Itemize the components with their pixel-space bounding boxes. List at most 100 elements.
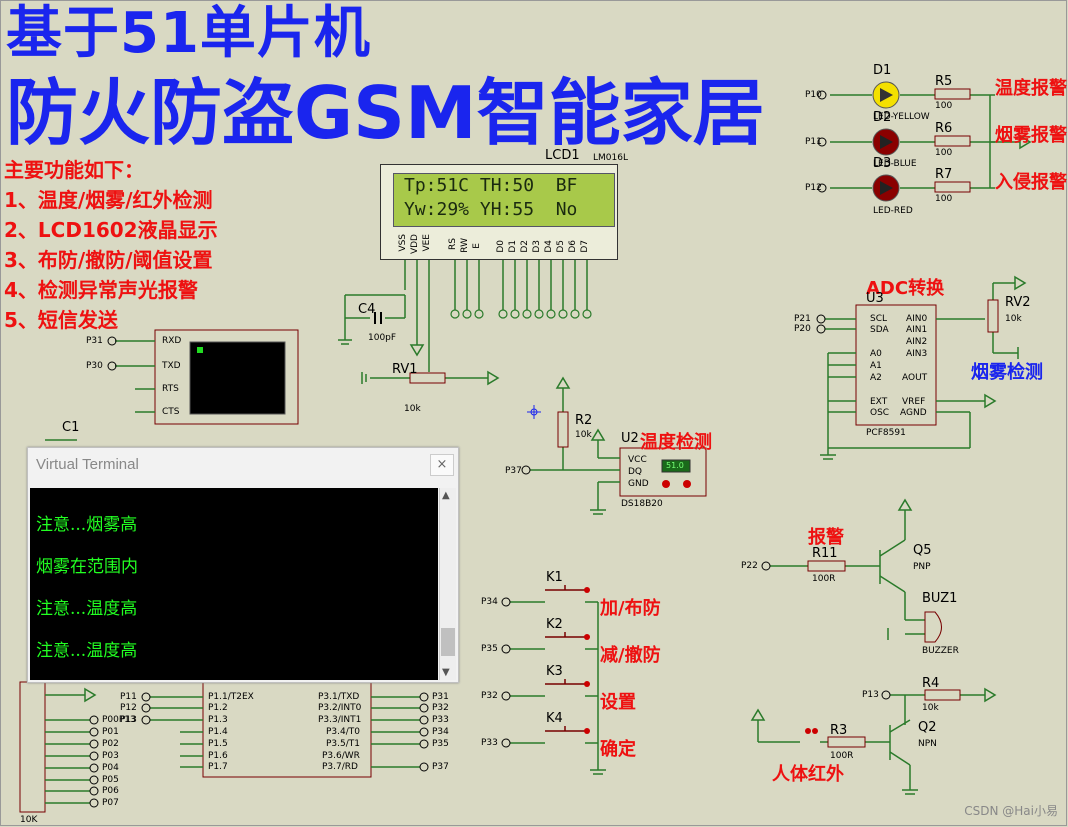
rv1-ref: RV1 bbox=[392, 362, 418, 377]
adc-pin: AGND bbox=[900, 408, 927, 418]
adc-pin: AIN3 bbox=[906, 349, 928, 359]
terminal-output[interactable]: 注意...烟雾高 烟雾在范围内 注意...温度高 注意...温度高 bbox=[30, 488, 438, 680]
mcu-pin: P1.7 bbox=[208, 762, 228, 772]
r11-value: 100R bbox=[812, 574, 836, 584]
respack-port: P07 bbox=[102, 798, 119, 808]
mcu-pin: P1.4 bbox=[208, 727, 228, 737]
pir-port: P13 bbox=[862, 690, 879, 700]
mcu-pin: P1.6 bbox=[208, 751, 228, 761]
c4-ref: C4 bbox=[358, 302, 376, 317]
mcu-port: P35 bbox=[432, 739, 449, 749]
ds-pin: GND bbox=[628, 479, 649, 489]
r6-value: 100 bbox=[935, 148, 953, 158]
terminal-scrollbar[interactable]: ▲ ▼ bbox=[439, 488, 456, 680]
lcd-pin: RW bbox=[460, 238, 470, 253]
u2-ref: U2 bbox=[621, 431, 639, 446]
adc-pin: A0 bbox=[870, 349, 882, 359]
lcd-ref: LCD1 bbox=[545, 148, 580, 163]
r6-ref: R6 bbox=[935, 121, 953, 136]
r2-ref: R2 bbox=[575, 413, 593, 428]
lcd-pin: VSS bbox=[398, 234, 408, 252]
key-confirm-label[interactable]: 确定 bbox=[600, 739, 636, 760]
rv1-value: 10k bbox=[404, 404, 421, 414]
key-set-label[interactable]: 设置 bbox=[600, 692, 636, 713]
lcd-model: LM016L bbox=[593, 153, 628, 163]
virtual-terminal-window[interactable]: Virtual Terminal × 注意...烟雾高 烟雾在范围内 注意...… bbox=[27, 447, 459, 683]
led-port: P10 bbox=[805, 90, 822, 100]
buz1-ref: BUZ1 bbox=[922, 591, 958, 606]
d3-ref: D3 bbox=[873, 156, 892, 171]
k3-ref: K3 bbox=[546, 664, 563, 679]
scroll-down-icon[interactable]: ▼ bbox=[442, 667, 450, 678]
temp-reading: 51.0 bbox=[666, 461, 684, 470]
led-port: P12 bbox=[805, 183, 822, 193]
lcd-pin: D5 bbox=[556, 240, 566, 253]
page-title-line1: 基于51单片机 bbox=[6, 1, 371, 66]
scroll-thumb[interactable] bbox=[441, 628, 455, 656]
key-port: P34 bbox=[481, 597, 498, 607]
respack-port: P06 bbox=[102, 786, 119, 796]
r11-ref: R11 bbox=[812, 546, 838, 561]
mcu-port: P12 bbox=[120, 703, 137, 713]
lcd-pin: D2 bbox=[520, 240, 530, 253]
buzzer-alarm-label: 报警 bbox=[808, 527, 844, 548]
serial-port: P30 bbox=[86, 361, 103, 371]
d1-label: LED-YELLOW bbox=[873, 112, 930, 122]
key-add-arm-label[interactable]: 加/布防 bbox=[600, 598, 661, 619]
terminal-line: 注意...温度高 bbox=[36, 599, 138, 619]
mcu-port: P37 bbox=[432, 762, 449, 772]
scroll-up-icon[interactable]: ▲ bbox=[442, 490, 450, 501]
lcd-pin: VDD bbox=[410, 234, 420, 255]
respack-port: P05 bbox=[102, 775, 119, 785]
c1-ref: C1 bbox=[62, 420, 80, 435]
k1-ref: K1 bbox=[546, 570, 563, 585]
mcu-port: P32 bbox=[432, 703, 449, 713]
r4-value: 10k bbox=[922, 703, 939, 713]
mcu-pin: P1.5 bbox=[208, 739, 228, 749]
lcd-pin: D4 bbox=[544, 240, 554, 253]
respack-port: P03 bbox=[102, 751, 119, 761]
mcu-port: P34 bbox=[432, 727, 449, 737]
mcu-pin: P3.7/RD bbox=[322, 762, 358, 772]
serial-pin: RXD bbox=[162, 336, 182, 346]
adc-pin: AIN1 bbox=[906, 325, 928, 335]
r7-value: 100 bbox=[935, 194, 953, 204]
temp-alarm-label: 温度报警 bbox=[995, 78, 1067, 99]
ds-pin: DQ bbox=[628, 467, 643, 477]
rv2-ref: RV2 bbox=[1005, 295, 1031, 310]
lcd-screen: Tp:51C TH:50 BF Yw:29% YH:55 No bbox=[393, 173, 615, 227]
buzzer-port: P22 bbox=[741, 561, 758, 571]
watermark: CSDN @Hai小易 bbox=[964, 804, 1058, 818]
lcd-pin: D7 bbox=[580, 240, 590, 253]
lcd-pin: D1 bbox=[508, 240, 518, 253]
mcu-port: P11 bbox=[120, 692, 137, 702]
respack-port: P01 bbox=[102, 727, 119, 737]
d2-label: LED-BLUE bbox=[873, 159, 917, 169]
key-port: P33 bbox=[481, 738, 498, 748]
terminal-line: 注意...温度高 bbox=[36, 641, 138, 661]
adc-port: P21 bbox=[794, 314, 811, 324]
lcd-module[interactable]: Tp:51C TH:50 BF Yw:29% YH:55 No bbox=[380, 164, 618, 260]
u2-model: DS18B20 bbox=[621, 499, 663, 509]
page-title-line2: 防火防盗GSM智能家居 bbox=[6, 71, 765, 155]
mcu-pin: P3.5/T1 bbox=[326, 739, 360, 749]
adc-pin: A1 bbox=[870, 361, 882, 371]
serial-port: P31 bbox=[86, 336, 103, 346]
adc-pin: AIN0 bbox=[906, 314, 928, 324]
temp-detect-label: 温度检测 bbox=[640, 432, 712, 453]
close-button[interactable]: × bbox=[430, 454, 454, 476]
r5-value: 100 bbox=[935, 101, 953, 111]
key-sub-disarm-label[interactable]: 减/撤防 bbox=[600, 645, 661, 666]
k4-ref: K4 bbox=[546, 711, 563, 726]
q2-ref: Q2 bbox=[918, 720, 937, 735]
respack-port: P04 bbox=[102, 763, 119, 773]
r5-ref: R5 bbox=[935, 74, 953, 89]
d2-ref: D2 bbox=[873, 110, 892, 125]
mcu-port: P31 bbox=[432, 692, 449, 702]
adc-port: P20 bbox=[794, 324, 811, 334]
q5-type: PNP bbox=[913, 562, 931, 572]
mcu-port: P33 bbox=[432, 715, 449, 725]
feature-item: 1、温度/烟雾/红外检测 bbox=[4, 188, 213, 212]
feature-item: 4、检测异常声光报警 bbox=[4, 278, 198, 302]
